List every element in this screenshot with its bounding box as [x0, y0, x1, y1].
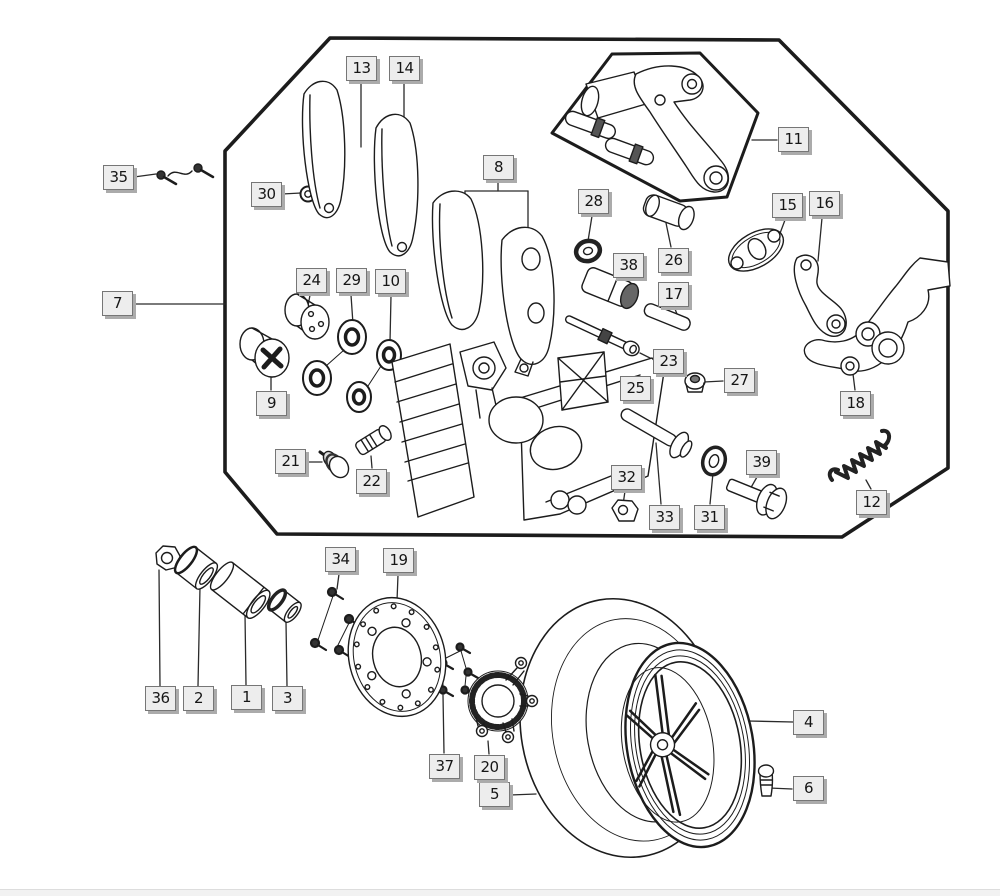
callout-34[interactable]: 34: [325, 547, 356, 572]
slide-pin-drawing: [643, 303, 691, 331]
callout-25[interactable]: 25: [620, 376, 651, 401]
callout-5[interactable]: 5: [479, 782, 510, 807]
wheel-bushing-drawing: [266, 588, 302, 623]
pad-retainer-clip-drawing: [156, 163, 215, 186]
callout-28[interactable]: 28: [578, 189, 609, 214]
spacer-bushing-drawing: [173, 545, 219, 590]
bleed-nipple-drawing: [318, 450, 350, 479]
callout-12[interactable]: 12: [856, 490, 887, 515]
callout-17[interactable]: 17: [658, 282, 689, 307]
callout-38[interactable]: 38: [613, 253, 644, 278]
piston-plug-drawing: [239, 327, 290, 378]
brake-disc-drawing: [347, 596, 447, 718]
callout-37[interactable]: 37: [429, 754, 460, 779]
disc-screw-set-drawing: [309, 586, 362, 659]
brake-pad-13-drawing: [301, 80, 346, 219]
callout-6[interactable]: 6: [793, 776, 824, 801]
valve-stem-drawing: [757, 764, 775, 797]
callout-18[interactable]: 18: [840, 391, 871, 416]
callout-19[interactable]: 19: [383, 548, 414, 573]
gasket-plate-drawing: [727, 228, 785, 272]
callout-8[interactable]: 8: [483, 155, 514, 180]
small-nut-drawing: [611, 499, 639, 522]
piston-seal-drawing: [573, 238, 603, 264]
callout-21[interactable]: 21: [275, 449, 306, 474]
wheel-rim-drawing: [620, 641, 756, 849]
callout-39[interactable]: 39: [746, 450, 777, 475]
callout-29[interactable]: 29: [336, 268, 367, 293]
callout-36[interactable]: 36: [145, 686, 176, 711]
callout-1[interactable]: 1: [231, 685, 262, 710]
seal-washer-pair-10-drawing: [346, 339, 402, 413]
brake-pad-14-drawing: [373, 113, 419, 257]
callout-4[interactable]: 4: [793, 710, 824, 735]
callout-33[interactable]: 33: [649, 505, 680, 530]
callout-3[interactable]: 3: [272, 686, 303, 711]
callout-22[interactable]: 22: [356, 469, 387, 494]
hex-bolt-drawing: [725, 478, 788, 520]
outer-boundary-octagon: [223, 36, 950, 539]
caliper-bracket-assembly-drawing: [564, 65, 730, 193]
callout-14[interactable]: 14: [389, 56, 420, 81]
dust-cap-drawing: [684, 372, 706, 393]
callout-7[interactable]: 7: [102, 291, 133, 316]
inner-boundary-hexagon: [550, 51, 760, 203]
brake-lever-assembly-drawing: [803, 257, 951, 376]
callout-23[interactable]: 23: [653, 349, 684, 374]
callout-13[interactable]: 13: [346, 56, 377, 81]
callout-27[interactable]: 27: [724, 368, 755, 393]
callout-9[interactable]: 9: [256, 391, 287, 416]
callout-35[interactable]: 35: [103, 165, 134, 190]
hinge-pin-drawing: [620, 408, 693, 459]
callout-20[interactable]: 20: [474, 755, 505, 780]
seal-ring-drawing: [700, 445, 728, 477]
bleeder-screw-drawing: [355, 425, 392, 456]
callout-16[interactable]: 16: [809, 191, 840, 216]
callout-30[interactable]: 30: [251, 182, 282, 207]
callout-15[interactable]: 15: [772, 193, 803, 218]
window-footer-edge: [0, 889, 1000, 896]
pad-pin-drawing: [564, 315, 640, 357]
pin-boot-drawing: [642, 194, 695, 231]
callout-2[interactable]: 2: [183, 686, 214, 711]
hub-flange-drawing: [467, 656, 539, 744]
callout-31[interactable]: 31: [694, 505, 725, 530]
pad-spring-clip-drawing: [557, 351, 609, 411]
brake-pad-set-drawing: [431, 190, 555, 377]
callout-32[interactable]: 32: [611, 465, 642, 490]
return-spring-drawing: [827, 428, 891, 482]
axle-spacer-tube-drawing: [209, 561, 271, 620]
brake-arm-drawing: [793, 254, 847, 338]
callout-10[interactable]: 10: [375, 269, 406, 294]
seal-washer-pair-29-drawing: [302, 319, 367, 396]
callout-26[interactable]: 26: [658, 248, 689, 273]
caliper-piston-drawing: [284, 293, 330, 340]
callout-11[interactable]: 11: [778, 127, 809, 152]
slide-bushing-drawing: [581, 267, 640, 310]
callout-24[interactable]: 24: [296, 268, 327, 293]
